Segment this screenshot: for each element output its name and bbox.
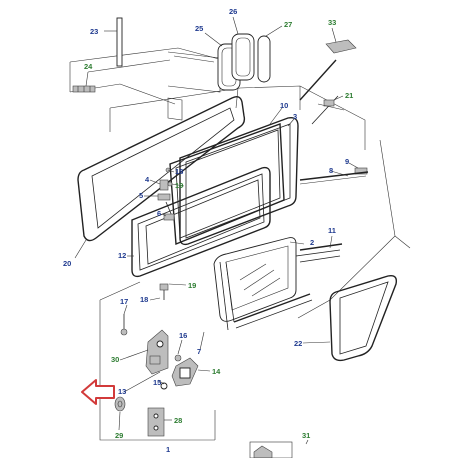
- part-23-strip: [116, 17, 123, 67]
- part-30-hinge: [145, 329, 169, 375]
- callout-7: 7: [197, 347, 201, 356]
- part-29-knob: [114, 396, 126, 412]
- part-27-seal: [257, 35, 271, 83]
- part-22-window: [329, 274, 398, 362]
- callout-22: 22: [294, 339, 302, 348]
- callout-1: 1: [166, 445, 170, 454]
- part-31-clip: [253, 445, 273, 458]
- callout-18b: 18: [140, 295, 148, 304]
- callout-5: 5: [139, 191, 143, 200]
- callout-31: 31: [302, 431, 310, 440]
- callout-11: 11: [328, 226, 336, 235]
- callout-2: 2: [310, 238, 314, 247]
- callouts: 23 24 25 26 27 33 21 10 3 9 8 4 18 19 5 …: [63, 7, 353, 454]
- red-arrow-icon: [81, 379, 115, 405]
- callout-33: 33: [328, 18, 336, 27]
- callout-17: 17: [120, 297, 128, 306]
- callout-21: 21: [345, 91, 353, 100]
- vehicle-body-outline: [69, 47, 411, 441]
- callout-4: 4: [145, 175, 150, 184]
- part-11-channel: [295, 243, 343, 263]
- part-26-seal: [231, 33, 255, 81]
- callout-23: 23: [90, 27, 98, 36]
- callout-16: 16: [179, 331, 187, 340]
- callout-14: 14: [212, 367, 221, 376]
- callout-29: 29: [115, 431, 123, 440]
- part-33-pad: [325, 39, 357, 54]
- part-5-catch: [157, 193, 171, 201]
- callout-28: 28: [174, 416, 182, 425]
- callout-30: 30: [111, 355, 119, 364]
- parts: [72, 17, 398, 458]
- part-12-slide-frame: [131, 166, 271, 278]
- part-6-pin: [163, 201, 175, 221]
- callout-20: 20: [63, 259, 71, 268]
- callout-9: 9: [345, 157, 349, 166]
- callout-13: 13: [118, 387, 126, 396]
- callout-24: 24: [84, 62, 93, 71]
- callout-10: 10: [280, 101, 288, 110]
- callout-15: 15: [153, 378, 161, 387]
- part-17-screw: [120, 314, 128, 336]
- part-2-glass-pane: [213, 237, 297, 322]
- callout-3: 3: [293, 112, 297, 121]
- part-8-runner: [299, 171, 369, 181]
- callout-18a: 18: [175, 167, 183, 176]
- part-10-glass-frame: [179, 116, 299, 246]
- part-3-rod: [299, 59, 337, 101]
- part-16-washer: [174, 354, 182, 362]
- part-28-plate: [147, 407, 165, 437]
- callout-25: 25: [195, 24, 203, 33]
- part-18-lower-screw: [159, 283, 169, 300]
- callout-6: 6: [157, 209, 161, 218]
- leader-lines: [74, 16, 359, 445]
- callout-8: 8: [329, 166, 333, 175]
- part-31-box: [249, 441, 293, 458]
- part-21-fitting: [311, 95, 345, 125]
- part-7-rail: [219, 261, 313, 331]
- callout-19a: 19: [175, 181, 183, 190]
- part-15-ring: [160, 382, 168, 390]
- callout-12: 12: [118, 251, 126, 260]
- part-9-bracket: [354, 167, 368, 175]
- part-24-clip: [72, 85, 96, 93]
- part-14-plate: [171, 357, 199, 387]
- callout-27: 27: [284, 20, 292, 29]
- part-19-screw: [167, 181, 173, 187]
- part-4-latch: [159, 179, 169, 191]
- callout-26: 26: [229, 7, 237, 16]
- part-20-window-frame: [77, 95, 246, 242]
- callout-19b: 19: [188, 281, 196, 290]
